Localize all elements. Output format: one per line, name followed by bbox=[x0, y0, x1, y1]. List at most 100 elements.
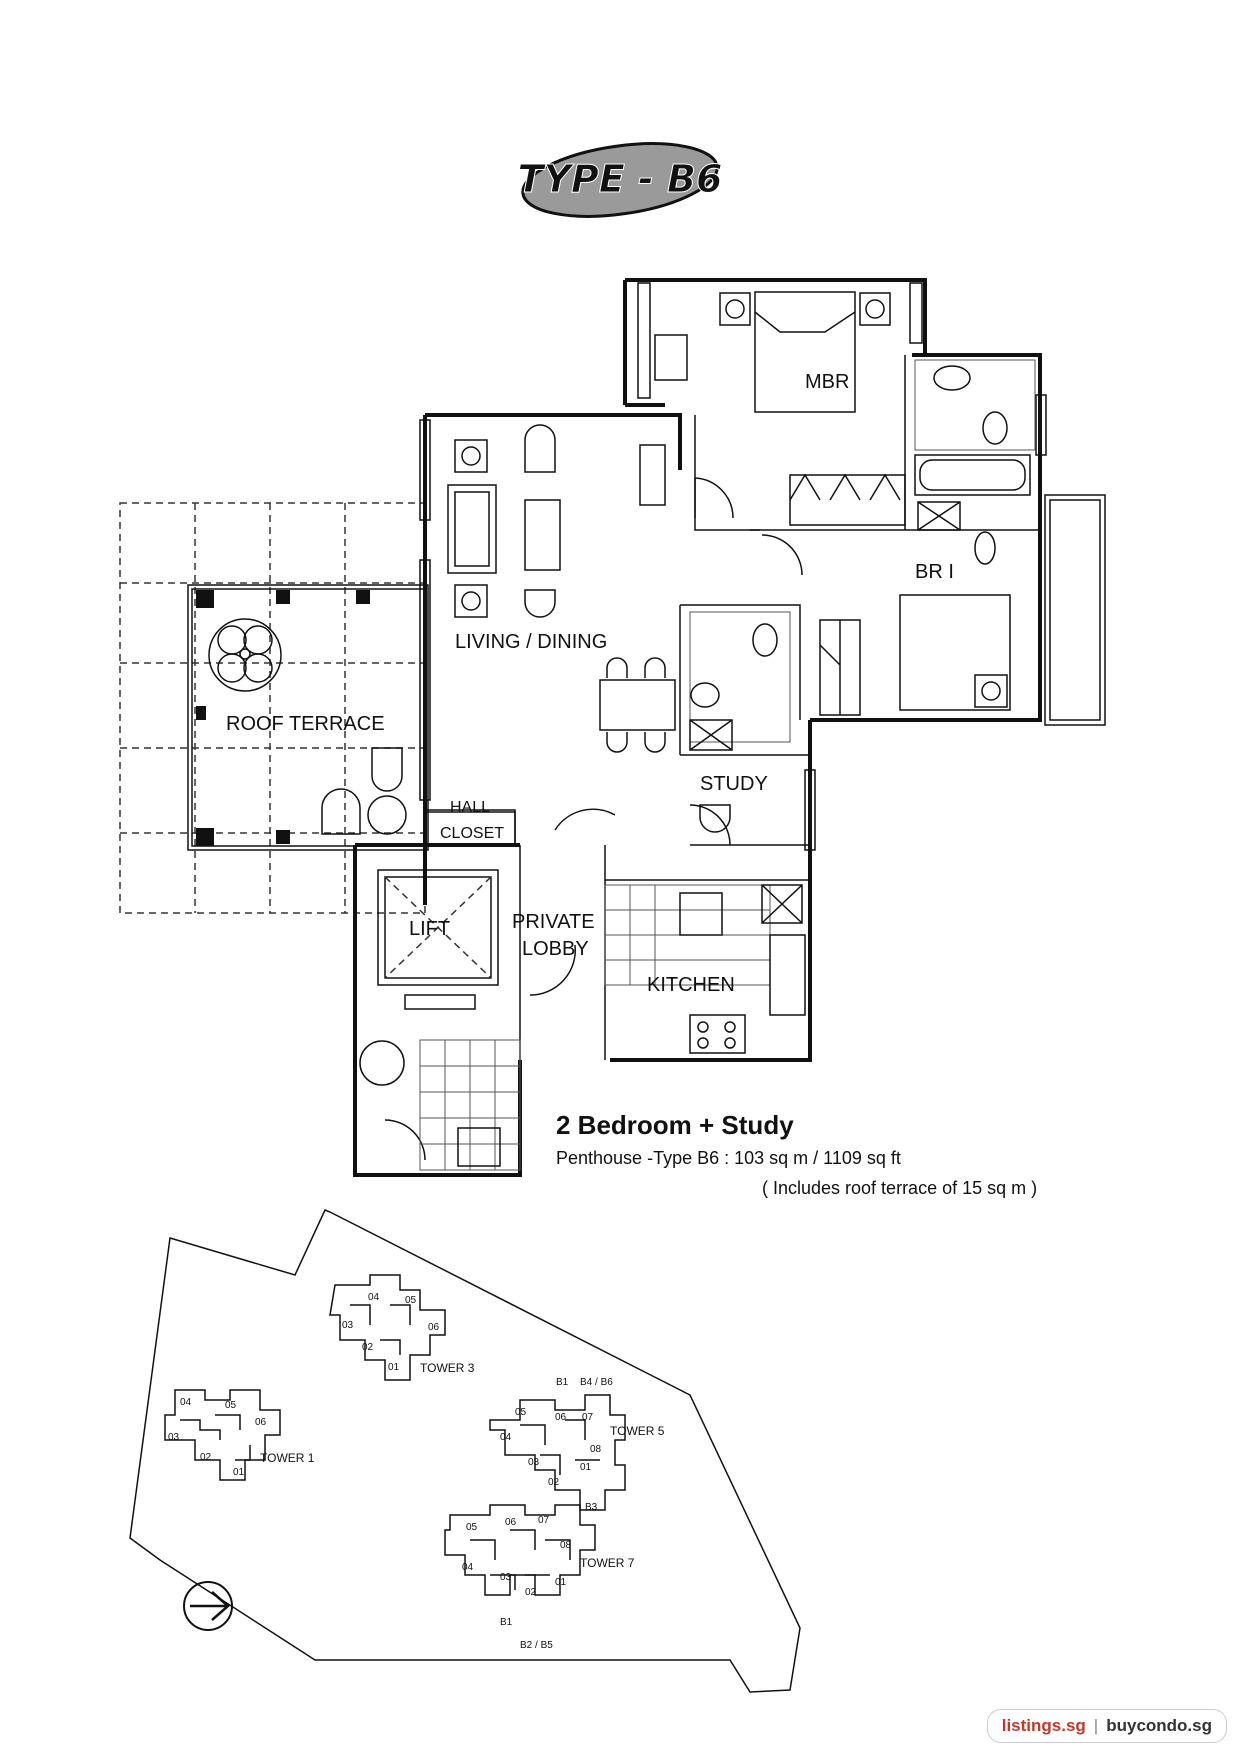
svg-text:06: 06 bbox=[505, 1517, 517, 1528]
chair-icon bbox=[321, 788, 361, 835]
tower-label: TOWER 7 bbox=[580, 1556, 635, 1570]
tower-label: TOWER 5 bbox=[610, 1424, 665, 1438]
lift: LIFT bbox=[377, 869, 499, 1010]
chair-icon bbox=[371, 747, 403, 792]
svg-text:05: 05 bbox=[515, 1407, 527, 1418]
north-arrow-icon bbox=[183, 1581, 233, 1631]
svg-text:06: 06 bbox=[555, 1412, 567, 1423]
svg-text:01: 01 bbox=[388, 1362, 400, 1373]
lobby-tiles bbox=[419, 1039, 521, 1171]
tower-label: TOWER 1 bbox=[260, 1451, 315, 1465]
tower-label: TOWER 3 bbox=[420, 1361, 475, 1375]
tree-icon bbox=[208, 618, 282, 692]
chair-icon bbox=[654, 334, 688, 381]
room-label-hall: HALL bbox=[450, 799, 490, 816]
footer-credit: listings.sg | buycondo.sg bbox=[986, 1709, 1227, 1743]
svg-text:03: 03 bbox=[168, 1432, 180, 1443]
footer-separator: | bbox=[1093, 1716, 1099, 1735]
svg-text:05: 05 bbox=[405, 1295, 417, 1306]
sink-icon bbox=[933, 365, 971, 391]
site-boundary bbox=[129, 1209, 801, 1693]
bedroom-1: BR I bbox=[819, 531, 1011, 716]
chair-icon bbox=[699, 804, 731, 833]
tower-3: 04 05 03 06 02 01 TOWER 3 bbox=[329, 1274, 475, 1381]
svg-text:02: 02 bbox=[200, 1452, 212, 1463]
sofa-icon bbox=[447, 484, 497, 574]
stove-icon bbox=[689, 1014, 746, 1054]
plan-title: TYPE - B6 bbox=[518, 157, 723, 201]
svg-text:01: 01 bbox=[555, 1577, 567, 1588]
room-label-roof-terrace: ROOF TERRACE bbox=[226, 713, 385, 735]
svg-text:02: 02 bbox=[548, 1477, 560, 1488]
svg-text:02: 02 bbox=[525, 1587, 537, 1598]
unit-note: ( Includes roof terrace of 15 sq m ) bbox=[762, 1178, 1037, 1198]
wardrobe bbox=[789, 474, 906, 526]
svg-text:06: 06 bbox=[255, 1417, 267, 1428]
tv-console bbox=[639, 444, 666, 506]
site-plan: 04 05 06 03 02 01 TOWER 1 04 05 03 06 02… bbox=[129, 1209, 801, 1693]
room-label-closet: CLOSET bbox=[440, 825, 504, 842]
fridge-icon bbox=[679, 892, 723, 936]
lamp-icon bbox=[974, 674, 1008, 708]
armchair-icon bbox=[524, 424, 556, 473]
lamp-icon bbox=[454, 439, 488, 473]
svg-text:07: 07 bbox=[582, 1412, 594, 1423]
footer-link-listings[interactable]: listings.sg bbox=[1001, 1716, 1086, 1735]
bed-icon bbox=[899, 594, 1011, 711]
coffee-table bbox=[524, 499, 561, 571]
room-label-kitchen: KITCHEN bbox=[647, 974, 735, 996]
armchair-icon bbox=[524, 589, 556, 618]
room-label-br1: BR I bbox=[915, 561, 954, 583]
tower-1: 04 05 06 03 02 01 TOWER 1 bbox=[164, 1389, 315, 1481]
footer-link-buycondo[interactable]: buycondo.sg bbox=[1106, 1716, 1212, 1735]
planter-icon bbox=[359, 1040, 405, 1086]
svg-text:01: 01 bbox=[580, 1462, 592, 1473]
dining-table bbox=[599, 679, 676, 731]
unit-area: Penthouse -Type B6 : 103 sq m / 1109 sq … bbox=[556, 1148, 901, 1168]
svg-text:05: 05 bbox=[225, 1400, 237, 1411]
tower-7: 05 06 07 08 04 03 02 01 B1 B2 / B5 TOWER… bbox=[444, 1504, 635, 1651]
svg-text:03: 03 bbox=[500, 1572, 512, 1583]
svg-text:05: 05 bbox=[466, 1522, 478, 1533]
hall-closet: HALL CLOSET bbox=[424, 799, 516, 846]
svg-text:01: 01 bbox=[233, 1467, 245, 1478]
svg-text:03: 03 bbox=[528, 1457, 540, 1468]
svg-text:07: 07 bbox=[538, 1515, 550, 1526]
living-dining: LIVING / DINING ROOF TERRACE bbox=[226, 424, 676, 753]
toilet-icon bbox=[982, 411, 1008, 445]
lamp-icon bbox=[454, 584, 488, 618]
roof-terrace-trellis bbox=[119, 502, 426, 914]
room-label-lobby: LOBBY bbox=[522, 938, 589, 960]
common-bath bbox=[689, 611, 791, 751]
svg-text:B4 / B6: B4 / B6 bbox=[580, 1377, 613, 1388]
room-label-lift: LIFT bbox=[409, 918, 450, 940]
svg-text:B1: B1 bbox=[556, 1377, 569, 1388]
lamp-icon bbox=[719, 292, 751, 326]
svg-text:B1: B1 bbox=[500, 1617, 513, 1628]
exterior-walls bbox=[353, 278, 1042, 1177]
private-lobby: PRIVATE LOBBY bbox=[359, 911, 595, 1171]
room-label-living-dining: LIVING / DINING bbox=[455, 631, 607, 653]
svg-text:04: 04 bbox=[500, 1432, 512, 1443]
toilet-icon bbox=[752, 623, 778, 657]
svg-text:03: 03 bbox=[342, 1320, 354, 1331]
doors bbox=[384, 477, 803, 1161]
room-label-study: STUDY bbox=[700, 773, 768, 795]
svg-text:08: 08 bbox=[560, 1540, 572, 1551]
study: STUDY bbox=[699, 773, 768, 833]
master-bedroom: MBR bbox=[654, 291, 906, 526]
shoe-cabinet bbox=[457, 1127, 501, 1167]
svg-text:06: 06 bbox=[428, 1322, 440, 1333]
lamp-icon bbox=[859, 292, 891, 326]
room-label-private: PRIVATE bbox=[512, 911, 595, 933]
master-bath bbox=[914, 359, 1036, 531]
svg-text:02: 02 bbox=[362, 1342, 374, 1353]
bathtub-icon bbox=[914, 454, 1031, 496]
unit-description: 2 Bedroom + Study Penthouse -Type B6 : 1… bbox=[556, 1110, 1037, 1198]
room-label-mbr: MBR bbox=[805, 371, 849, 393]
kitchen: KITCHEN bbox=[604, 884, 806, 1054]
svg-text:04: 04 bbox=[180, 1397, 192, 1408]
sink-icon bbox=[769, 934, 806, 1016]
windows bbox=[419, 282, 1106, 851]
